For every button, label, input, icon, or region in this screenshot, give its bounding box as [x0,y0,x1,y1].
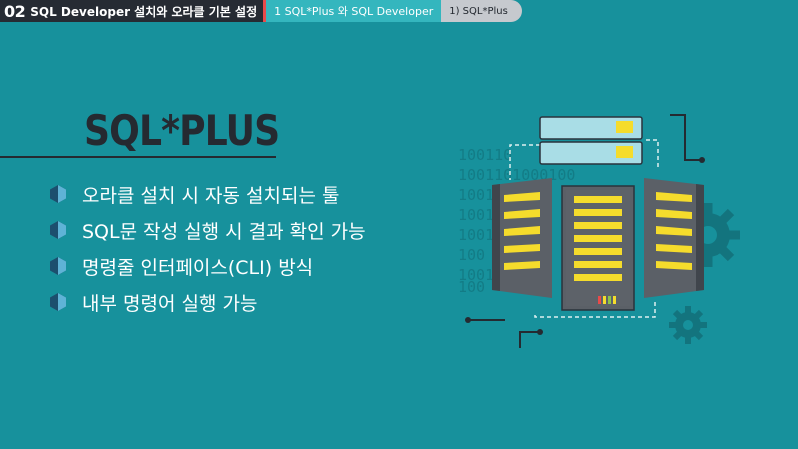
server-rack-icon [492,116,704,311]
chapter-title: SQL Developer 설치와 오라클 기본 설정 [30,4,258,19]
binary-line: 100 [458,278,485,296]
list-item: 내부 명령어 실행 가능 [48,284,366,320]
binary-line: 100 [458,246,485,264]
bullet-text: 오라클 설치 시 자동 설치되는 툴 [82,184,340,207]
bullet-text: 명령줄 인터페이스(CLI) 방식 [82,256,314,279]
bullet-text: SQL문 작성 실행 시 결과 확인 가능 [82,220,366,243]
hexagon-bullet-icon [50,221,66,239]
server-illustration: 100110 1001101000100 100110 100110 10011… [458,114,740,348]
list-item: SQL문 작성 실행 시 결과 확인 가능 [48,212,366,248]
breadcrumb: 02 SQL Developer 설치와 오라클 기본 설정 1 SQL*Plu… [0,0,522,22]
chapter-number: 02 [4,1,26,21]
breadcrumb-section[interactable]: 1 SQL*Plus 와 SQL Developer [263,0,442,22]
breadcrumb-chapter[interactable]: 02 SQL Developer 설치와 오라클 기본 설정 [0,0,264,22]
binary-line: 1001 [458,266,494,284]
hexagon-bullet-icon [50,293,66,311]
breadcrumb-subsection[interactable]: 1) SQL*Plus [441,0,522,22]
list-item: 명령줄 인터페이스(CLI) 방식 [48,248,366,284]
binary-line: 1001101000100 [458,166,575,184]
bullet-list: 오라클 설치 시 자동 설치되는 툴 SQL문 작성 실행 시 결과 확인 가능… [48,176,366,320]
bullet-text: 내부 명령어 실행 가능 [82,292,258,315]
list-item: 오라클 설치 시 자동 설치되는 툴 [48,176,366,212]
hexagon-bullet-icon [50,185,66,203]
slide-title: SQL*PLUS [84,106,280,155]
hexagon-bullet-icon [50,257,66,275]
title-underline [0,156,276,158]
binary-line: 100110 [458,146,512,164]
